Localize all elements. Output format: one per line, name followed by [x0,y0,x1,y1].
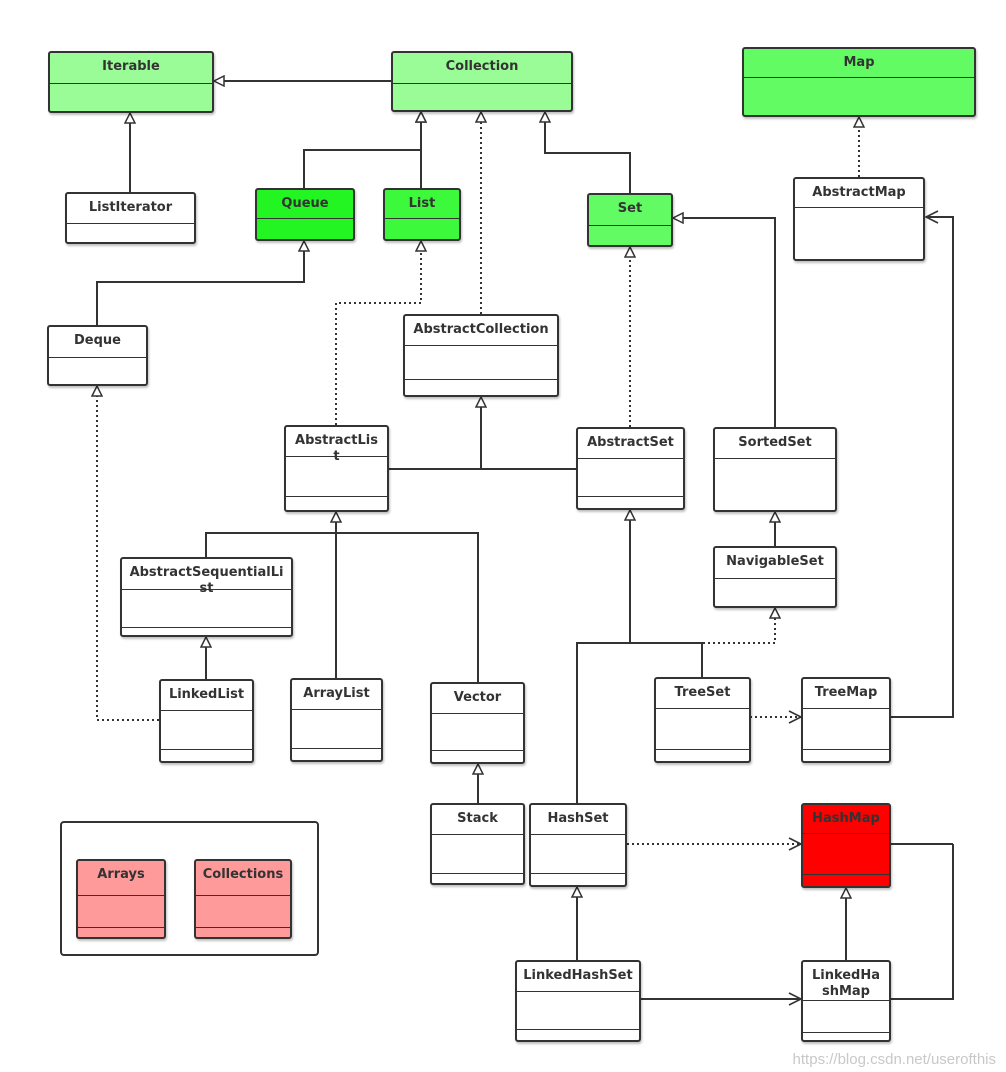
class-stack-name: Stack [457,811,498,826]
class-list-iterator-name: ListIterator [88,200,173,215]
edge-treemap-abstractmap [891,217,954,718]
class-collections-name: Collections [202,867,284,882]
class-sorted-set-name: SortedSet [738,435,812,450]
class-tree-set-name: TreeSet [674,685,731,700]
class-set: Set [587,193,673,247]
class-map-name: Map [843,55,875,70]
edge-vector-abstractlist [336,532,479,682]
class-abstract-sequential-list: AbstractSequentialList [120,557,293,637]
class-abstract-collection-name: AbstractCollection [413,322,549,337]
edge-deque-queue [96,241,304,325]
class-iterable-name: Iterable [102,59,160,74]
class-list: List [383,188,461,241]
class-abstract-list-name: AbstractList [295,433,378,464]
watermark: https://blog.csdn.net/userofthis [792,1051,996,1068]
class-collections: Collections [194,859,292,939]
edge-linkedhashmap-abstractmap [891,844,954,1000]
class-abstract-sequential-list-name: AbstractSequentialList [129,565,284,596]
class-abstract-collection: AbstractCollection [403,314,559,397]
class-iterable: Iterable [48,51,214,113]
class-collection-name: Collection [445,59,519,74]
class-list-iterator: ListIterator [65,192,196,244]
class-linked-hash-set-name: LinkedHashSet [523,968,633,983]
class-tree-map-name: TreeMap [814,685,878,700]
class-array-list: ArrayList [290,678,383,762]
class-hash-set: HashSet [529,803,627,887]
class-abstract-list: AbstractList [284,425,389,512]
class-vector-name: Vector [453,690,502,705]
class-hash-map-name: HashMap [812,811,880,826]
edge-sortedset-set [673,218,776,427]
class-linked-hash-map: LinkedHashMap [801,960,891,1042]
class-deque: Deque [47,325,148,386]
edge-treeset-navigableset [701,608,775,677]
class-stack: Stack [430,803,525,885]
class-queue: Queue [255,188,355,241]
edge-set-collection [545,112,631,193]
class-abstract-set-name: AbstractSet [587,435,674,450]
class-collection: Collection [391,51,573,112]
class-navigable-set-name: NavigableSet [726,554,824,569]
class-arrays: Arrays [76,859,166,939]
class-array-list-name: ArrayList [303,686,370,701]
edge-treeset-abstractset [630,510,703,677]
edge-queue-collection [303,112,421,188]
class-linked-hash-map-name: LinkedHashMap [811,968,881,999]
edge-abstractlist-abstractcollection [389,397,481,470]
class-hash-set-name: HashSet [547,811,609,826]
class-tree-set: TreeSet [654,677,751,763]
edge-abstractlist-list [335,241,421,425]
class-deque-name: Deque [74,333,121,348]
class-abstract-map: AbstractMap [793,177,925,261]
class-abstract-set: AbstractSet [576,427,685,510]
edge-linkedlist-deque [97,386,159,721]
class-hash-map: HashMap [801,803,891,888]
edge-abstractsequentiallist-abstractlist [205,512,336,557]
class-navigable-set: NavigableSet [713,546,837,608]
class-sorted-set: SortedSet [713,427,837,512]
class-abstract-map-name: AbstractMap [812,185,906,200]
class-linked-list-name: LinkedList [168,687,245,702]
class-set-name: Set [617,201,643,216]
class-list-name: List [408,196,436,211]
class-map: Map [742,47,976,117]
class-vector: Vector [430,682,525,764]
edge-hashset-abstractset [576,642,630,803]
class-linked-hash-set: LinkedHashSet [515,960,641,1042]
class-tree-map: TreeMap [801,677,891,763]
class-arrays-name: Arrays [97,867,145,882]
class-linked-list: LinkedList [159,679,254,763]
class-queue-name: Queue [281,196,329,211]
